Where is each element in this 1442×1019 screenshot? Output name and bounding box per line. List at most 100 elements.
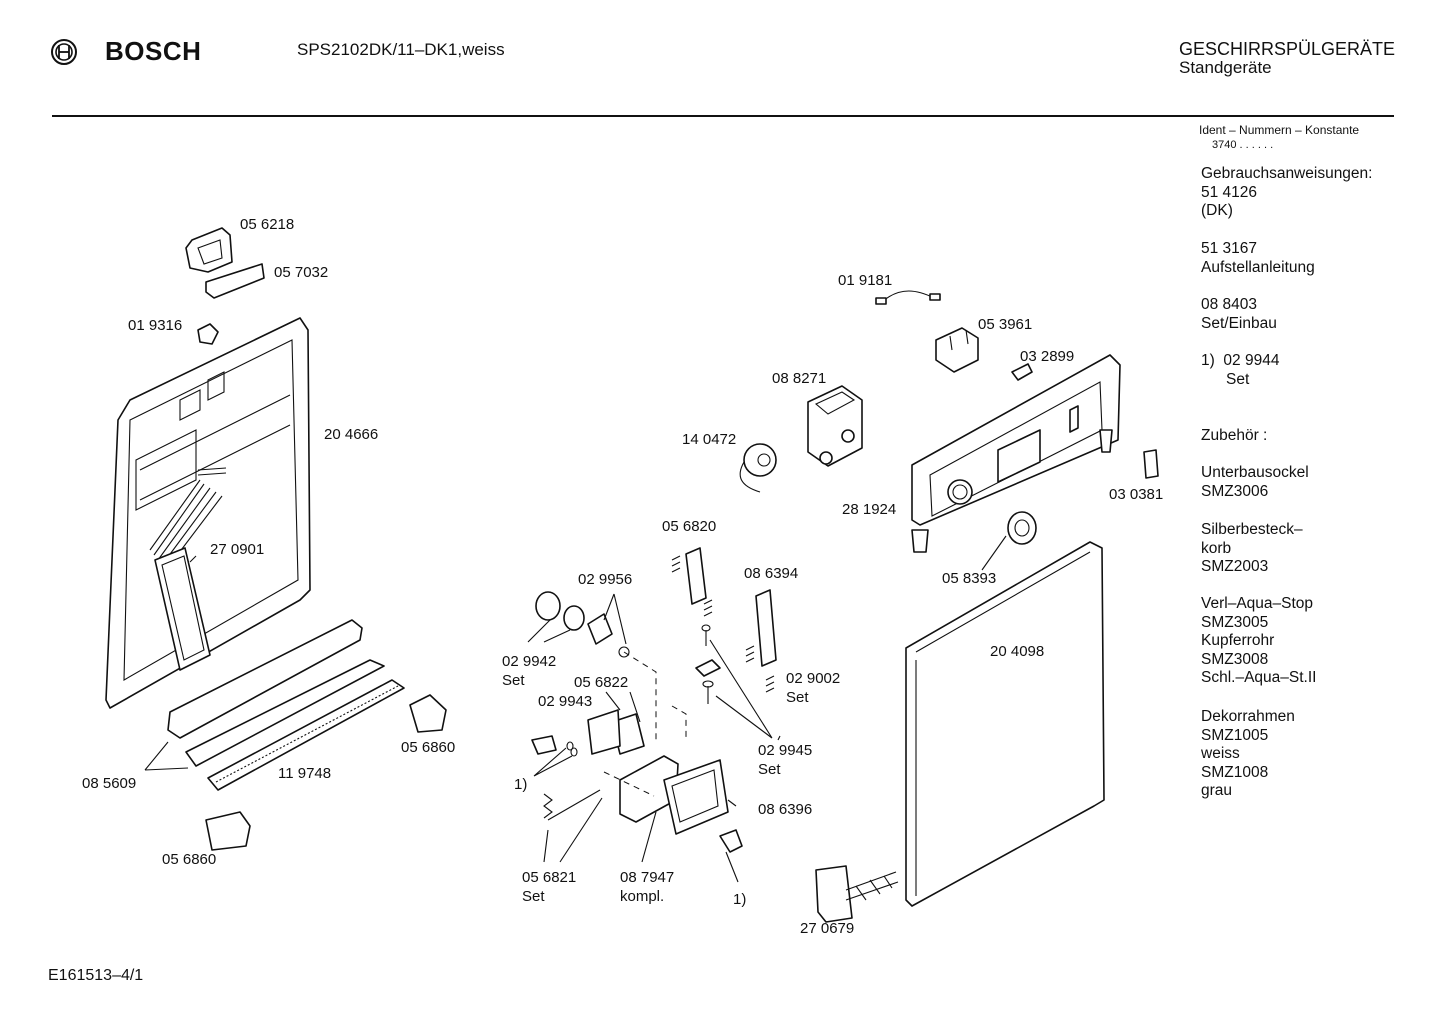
install-number: 51 3167 [1201,240,1258,257]
accessory-code: SMZ3008 [1201,650,1269,668]
part-label: 08 6396 [758,801,812,818]
manual-number: 51 4126 [1201,183,1258,201]
category-title: GESCHIRRSPÜLGERÄTE [1179,39,1396,59]
install-block: 51 3167 Aufstellanleitung [1201,240,1315,277]
outer-door-panel [905,541,1105,907]
part-label: 05 6860 [401,739,455,756]
manual-lang: (DK) [1201,202,1233,219]
part-label: 02 9956 [578,571,632,588]
part-label: 27 0901 [210,541,264,558]
part-label: 08 6394 [744,565,798,582]
lock-assembly [531,547,777,853]
part-label: 01 9316 [128,317,182,334]
accessory-color: grau [1201,782,1233,799]
part-label: 20 4666 [324,426,378,443]
part-label: 05 6820 [662,518,716,535]
control-fascia [911,354,1121,553]
accessory-code: SMZ1008 [1201,763,1269,781]
part-label: 05 7032 [274,264,328,281]
manual-block: Gebrauchsanweisungen: 51 4126 (DK) [1201,165,1372,221]
cable-cover [154,547,211,671]
part-label: 05 6860 [162,851,216,868]
program-timer [807,385,863,467]
accessory-name: Silberbesteck– [1201,521,1303,538]
accessory-name: Unterbausockel [1201,464,1309,481]
part-label: 08 7947 [620,869,674,886]
set-number: 08 8403 [1201,296,1258,313]
switch-button [1011,363,1033,381]
door-switch [1143,449,1159,479]
accessory-name: korb [1201,539,1232,557]
part-label: 05 6218 [240,216,294,233]
part-label: 08 5609 [82,775,136,792]
hinge-bracket [185,227,265,345]
wire-connector [881,290,935,303]
accessory-name: Dekorrahmen [1201,708,1295,725]
footnote-label: Set [1226,370,1250,388]
part-label: 02 9942 [502,653,556,670]
part-label: 08 8271 [772,370,826,387]
accessory-6: Dekorrahmen SMZ1005 weiss SMZ1008 grau [1201,708,1295,801]
program-knob [1007,511,1037,545]
accessories-title: Zubehör : [1201,427,1268,444]
accessory-name: Verl–Aqua–Stop [1201,595,1314,612]
part-label: Set [758,761,781,778]
accessory-code: SMZ2003 [1201,558,1269,575]
ident-label: Ident – Nummern – Konstante [1199,123,1360,137]
part-label: 28 1924 [842,501,896,518]
part-label: Set [502,672,525,689]
part-label: 05 3961 [978,316,1032,333]
part-label: 01 9181 [838,272,892,289]
part-label: 27 0679 [800,920,854,937]
bosch-armature-icon [51,39,77,65]
part-label: 20 4098 [990,643,1044,660]
part-label: 05 6822 [574,674,628,691]
accessory-name: Kupferrohr [1201,632,1275,649]
accessory-code: SMZ1005 [1201,726,1269,744]
part-label: 14 0472 [682,431,736,448]
subcategory-title: Standgeräte [1179,58,1272,77]
guide-line [603,651,687,797]
part-label: Set [522,888,545,905]
install-label: Aufstellanleitung [1201,258,1315,276]
accessory-color: weiss [1201,745,1240,762]
part-labels: 05 6218 05 7032 01 9316 20 4666 27 0901 … [82,216,1163,937]
brand-name: BOSCH [105,36,202,66]
timer-knob [739,443,777,493]
door-handle-bar [167,619,405,791]
accessory-2: Silberbesteck– korb SMZ2003 [1201,521,1303,577]
header-divider [52,115,1394,117]
part-label: 02 9002 [786,670,840,687]
part-label: 02 9943 [538,693,592,710]
part-label: 05 6821 [522,869,576,886]
part-label: 02 9945 [758,742,812,759]
part-label: 1) [733,891,746,908]
footnote-block: 1) 02 9944 Set [1201,352,1279,389]
part-label: Set [786,689,809,706]
footnote-number: 02 9944 [1223,352,1280,369]
part-label: 05 8393 [942,570,996,587]
door-hinge [815,865,899,923]
set-label: Set/Einbau [1201,314,1277,332]
footnote-marker: 1) [1201,352,1215,369]
accessory-3: Verl–Aqua–Stop SMZ3005 Kupferrohr SMZ300… [1201,595,1316,688]
accessory-code: SMZ3006 [1201,482,1269,500]
part-label: 11 9748 [278,765,331,782]
accessory-code: SMZ3005 [1201,613,1269,631]
manual-title: Gebrauchsanweisungen: [1201,165,1373,182]
accessory-name: Schl.–Aqua–St.II [1201,669,1317,686]
part-label: kompl. [620,888,664,905]
part-label: 03 0381 [1109,486,1163,503]
end-cap [205,694,447,851]
door-inner-panel [105,317,311,709]
mounting-bracket [935,327,979,373]
part-label: 03 2899 [1020,348,1074,365]
leader-lines [144,535,1007,883]
accessory-1: Unterbausockel SMZ3006 [1201,464,1309,501]
ident-value: 3740 . . . . . . [1212,139,1274,151]
part-label: 1) [514,776,527,793]
drawing-code: E161513–4/1 [48,967,144,984]
model-title: SPS2102DK/11–DK1,weiss [297,40,505,59]
set-block: 08 8403 Set/Einbau [1201,296,1277,333]
